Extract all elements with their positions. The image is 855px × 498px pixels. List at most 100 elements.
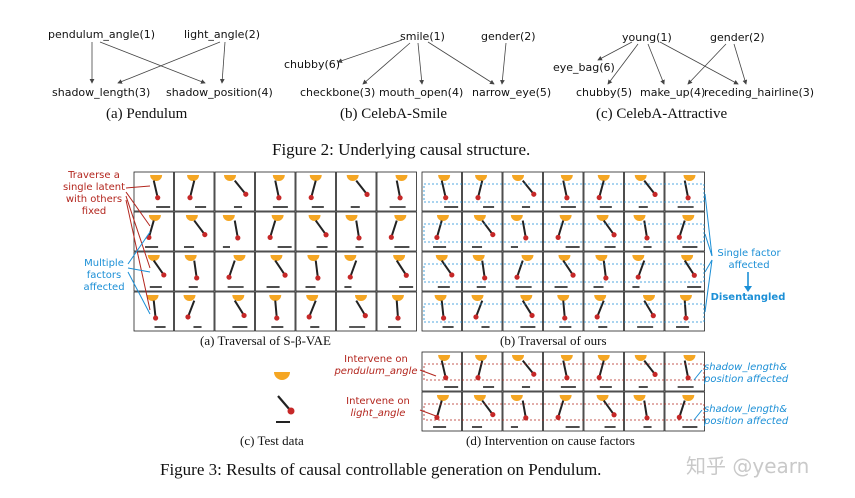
pendulum-cell (583, 251, 624, 292)
pendulum-rod (643, 220, 648, 239)
pendulum-bob (490, 411, 496, 418)
annotation-affected-2-line2: position affected (704, 416, 789, 427)
traverse-arrow (125, 191, 151, 227)
multiple-arrow (127, 267, 151, 273)
pendulum-bob (676, 234, 682, 240)
node-checkbone: checkbone(3) (300, 86, 376, 99)
light-source (475, 355, 488, 361)
pendulum-rod (521, 359, 535, 375)
pendulum-rod (274, 180, 280, 198)
node-chubby-attractive: chubby(5) (576, 86, 633, 99)
pendulum-rod (440, 260, 453, 276)
light-source (183, 295, 196, 301)
fig3-graphics (125, 171, 752, 432)
node-shadow-length: shadow_length(3) (52, 86, 151, 99)
traverse-arrow (125, 195, 151, 269)
light-source (512, 355, 525, 361)
subcaption-intervention: (d) Intervention on cause factors (466, 433, 635, 448)
pendulum-cell (543, 171, 584, 212)
pendulum-rod (274, 300, 278, 319)
light-source (436, 215, 449, 221)
grid-intervention (421, 351, 705, 432)
cell-frame (502, 211, 543, 252)
pendulum-rod (643, 400, 648, 419)
pendulum-rod (643, 300, 655, 317)
pendulum-bob (611, 232, 617, 238)
pendulum-rod (435, 220, 443, 238)
pendulum-rod (187, 300, 196, 318)
light-source (394, 215, 407, 221)
pendulum-bob (364, 191, 370, 198)
pendulum-cell (133, 211, 174, 252)
test-pendulum-bob (287, 407, 295, 415)
light-source (634, 175, 647, 181)
pendulum-rod (598, 360, 605, 378)
pendulum-rod (602, 260, 607, 279)
light-source (269, 295, 282, 301)
pendulum-rod (308, 300, 317, 318)
watermark: 知乎 @yearn (686, 454, 810, 478)
pendulum-cell (624, 171, 665, 212)
pendulum-bob (187, 195, 193, 201)
light-source (634, 355, 647, 361)
annotation-affected-2-line1: shadow_length& (704, 404, 787, 415)
cell-frame (462, 171, 503, 212)
light-source (510, 215, 523, 221)
pendulum-cell (583, 351, 624, 392)
figure2-caption: Figure 2: Underlying causal structure. (272, 140, 531, 159)
pendulum-bob (449, 272, 455, 278)
light-source (471, 295, 484, 301)
pendulum-bob (267, 234, 273, 240)
pendulum-rod (481, 260, 486, 279)
pendulum-bob (596, 374, 602, 381)
light-source (434, 295, 447, 301)
pendulum-rod (152, 180, 159, 198)
pendulum-rod (678, 220, 686, 238)
pendulum-bob (685, 375, 691, 381)
pendulum-cell (295, 251, 336, 292)
pendulum-rod (481, 399, 494, 416)
annotation-intervene-1-line2: pendulum_angle (334, 366, 418, 377)
pendulum-rod (310, 180, 317, 198)
single-arrow (704, 259, 713, 273)
light-source (393, 255, 406, 261)
light-source (520, 295, 533, 301)
light-source (344, 255, 357, 261)
pendulum-cell (214, 291, 255, 332)
annotation-intervene-1-line1: Intervene on (344, 354, 408, 365)
pendulum-bob (282, 272, 288, 278)
subcaption-pendulum: (a) Pendulum (106, 106, 188, 122)
pendulum-rod (269, 220, 277, 238)
annotation-intervene-2-line2: light_angle (350, 408, 406, 419)
pendulum-rod (643, 179, 656, 196)
pendulum-cell (624, 291, 665, 332)
pendulum-bob (362, 313, 368, 319)
node-pendulum-angle: pendulum_angle(1) (48, 28, 156, 41)
pendulum-cell (376, 291, 417, 332)
light-source (512, 175, 525, 181)
pendulum-cell (295, 171, 336, 212)
pendulum-rod (683, 180, 690, 198)
light-source (557, 295, 570, 301)
light-source (510, 395, 523, 401)
pendulum-rod (477, 180, 484, 198)
pendulum-cell (664, 211, 705, 252)
pendulum-rod (683, 300, 687, 319)
annotation-affected-1-line2: position affected (704, 374, 789, 385)
pendulum-rod (274, 260, 286, 276)
light-source (395, 175, 408, 181)
pendulum-rod (355, 300, 367, 317)
intervene-arrow (419, 409, 437, 417)
pendulum-rod (477, 360, 484, 378)
pendulum-rod (637, 260, 646, 278)
subcaption-celeba-smile: (b) CelebA-Smile (340, 106, 448, 122)
pendulum-rod (395, 180, 402, 198)
pendulum-cell (421, 211, 462, 252)
pendulum-cell (133, 291, 174, 332)
annotation-disentangled: Disentangled (710, 292, 786, 303)
pendulum-rod (643, 359, 656, 376)
pendulum-cell (376, 251, 417, 292)
pendulum-cell (462, 251, 503, 292)
light-source (391, 295, 404, 301)
light-source (597, 355, 610, 361)
